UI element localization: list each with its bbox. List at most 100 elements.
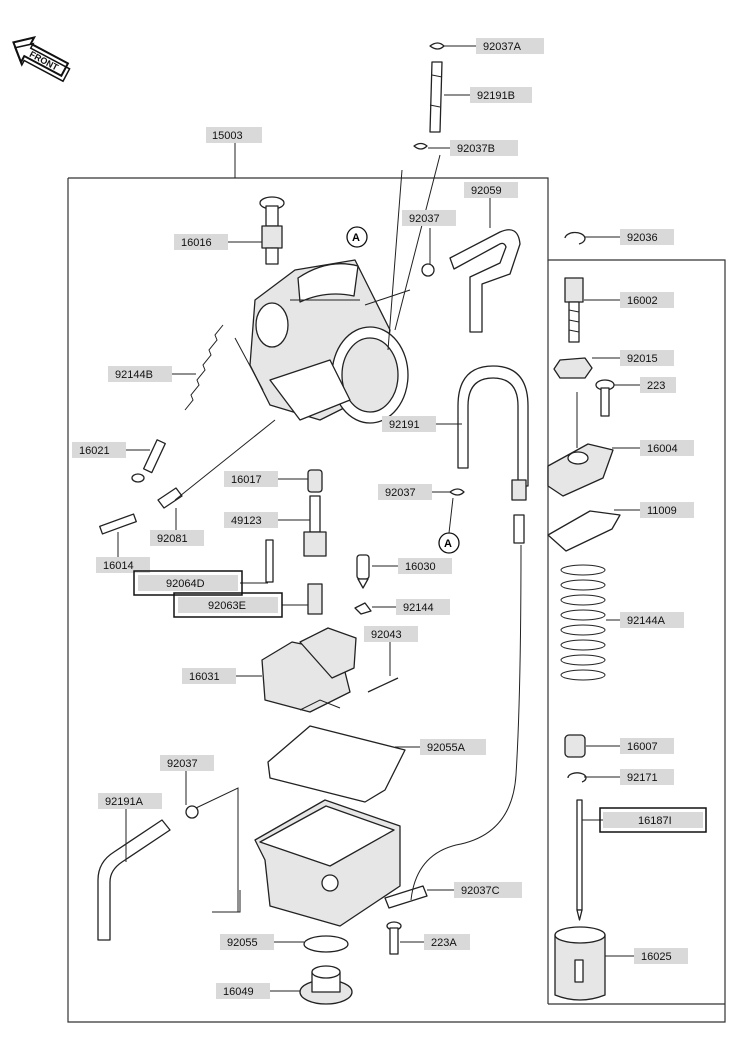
drain-tube-92191a <box>97 819 171 941</box>
pilot-air-screw-16014 <box>99 513 137 535</box>
highlight-16187i <box>599 807 707 833</box>
svg-text:92064D: 92064D <box>166 578 205 590</box>
pilot-spring-92144b <box>184 324 224 411</box>
label-16025: 16025 <box>605 948 688 964</box>
svg-text:16016: 16016 <box>181 237 212 249</box>
highlight-92063e <box>173 592 283 618</box>
svg-text:92037C: 92037C <box>461 885 500 897</box>
spacer-16017 <box>307 469 323 493</box>
svg-text:92191A: 92191A <box>105 796 144 808</box>
label-16021: 16021 <box>72 442 150 458</box>
label-92144: 92144 <box>372 599 450 615</box>
svg-text:92055: 92055 <box>227 937 258 949</box>
o-ring-92055 <box>303 935 349 953</box>
main-jet-92063e <box>307 583 323 615</box>
svg-text:92191: 92191 <box>389 419 420 431</box>
label-92055a: 92055A <box>395 739 486 755</box>
svg-text:92059: 92059 <box>471 185 502 197</box>
svg-text:16025: 16025 <box>641 951 672 963</box>
tube-end <box>513 514 525 544</box>
label-11009: 11009 <box>614 502 694 518</box>
svg-text:92081: 92081 <box>157 533 188 545</box>
label-92037-mid: 92037 <box>378 484 450 500</box>
svg-text:92015: 92015 <box>627 353 658 365</box>
label-49123: 49123 <box>224 512 310 528</box>
label-92144a: 92144A <box>606 612 684 628</box>
highlight-92064d <box>133 570 243 596</box>
svg-text:16007: 16007 <box>627 741 658 753</box>
svg-text:92037B: 92037B <box>457 143 495 155</box>
assembly-frame-main <box>67 177 726 1023</box>
label-16187i: 16187I <box>582 807 707 833</box>
svg-text:92063E: 92063E <box>208 600 246 612</box>
label-92171: 92171 <box>584 769 674 785</box>
tube-fitting <box>511 479 527 501</box>
clip-92171 <box>567 772 587 783</box>
screw-223 <box>595 379 615 417</box>
label-16049: 16049 <box>216 983 300 999</box>
label-223a: 223A <box>400 934 470 950</box>
gasket-11009 <box>547 510 621 552</box>
label-92191a: 92191A <box>98 793 162 862</box>
svg-text:15003: 15003 <box>212 130 243 142</box>
pilot-jet-92064d <box>265 539 274 583</box>
needle-jet-49123 <box>303 495 327 557</box>
carburetor-body <box>249 259 409 424</box>
label-92037-top: 92037 <box>402 210 456 264</box>
svg-text:16021: 16021 <box>79 445 110 457</box>
svg-text:92037A: 92037A <box>483 41 522 53</box>
svg-text:16017: 16017 <box>231 474 262 486</box>
svg-text:92144: 92144 <box>403 602 434 614</box>
callout-a-bottom: A <box>438 532 460 554</box>
svg-text:16002: 16002 <box>627 295 658 307</box>
clip-92037a <box>429 42 445 50</box>
drain-plug-16049 <box>299 965 353 1005</box>
throttle-cable-tube <box>429 61 443 133</box>
float-chamber <box>254 799 401 927</box>
label-92015: 92015 <box>592 350 674 366</box>
label-223: 223 <box>614 377 676 393</box>
svg-text:92144B: 92144B <box>115 369 153 381</box>
label-16031: 16031 <box>182 668 262 684</box>
overflow-tube-92191 <box>457 365 529 487</box>
label-92037-low: 92037 <box>160 755 214 805</box>
svg-text:92043: 92043 <box>371 629 402 641</box>
label-16016: 16016 <box>174 234 262 250</box>
label-16007: 16007 <box>586 738 674 754</box>
float-chamber-gasket-92055a <box>267 725 406 803</box>
float-16031 <box>261 627 357 713</box>
top-cover-16004 <box>547 443 614 497</box>
nut-92015 <box>553 357 593 379</box>
label-92064d: 92064D <box>133 570 268 596</box>
label-92037c: 92037C <box>427 882 522 898</box>
needle-holder-16007 <box>564 734 586 758</box>
callout-a-top-text: A <box>352 232 360 244</box>
jet-needle-16187i <box>576 799 583 921</box>
label-16014: 16014 <box>96 532 150 573</box>
label-92037a: 92037A <box>444 38 544 54</box>
svg-text:92036: 92036 <box>627 232 658 244</box>
clip-92037-top <box>421 263 435 277</box>
svg-text:92037: 92037 <box>385 487 416 499</box>
svg-text:16030: 16030 <box>405 561 436 573</box>
svg-text:49123: 49123 <box>231 515 262 527</box>
clip-92037b <box>413 142 428 150</box>
clip-92037-mid <box>449 488 465 496</box>
label-92036: 92036 <box>585 229 674 245</box>
callout-a-top: A <box>346 226 368 248</box>
clip-92036 <box>564 231 586 245</box>
label-92191b: 92191B <box>444 87 532 103</box>
svg-text:16049: 16049 <box>223 986 254 998</box>
label-92191: 92191 <box>382 416 462 432</box>
throttle-valve-16025 <box>554 926 606 1001</box>
clip-92037-low <box>185 805 199 819</box>
svg-text:223: 223 <box>647 380 665 392</box>
label-16004: 16004 <box>612 440 694 456</box>
spring-92144 <box>354 602 372 615</box>
svg-text:92037: 92037 <box>167 758 198 770</box>
svg-text:92037: 92037 <box>409 213 440 225</box>
float-valve-16030 <box>356 554 370 589</box>
svg-text:16014: 16014 <box>103 560 134 572</box>
throttle-spring-92144a <box>560 564 606 681</box>
svg-text:92191B: 92191B <box>477 90 515 102</box>
